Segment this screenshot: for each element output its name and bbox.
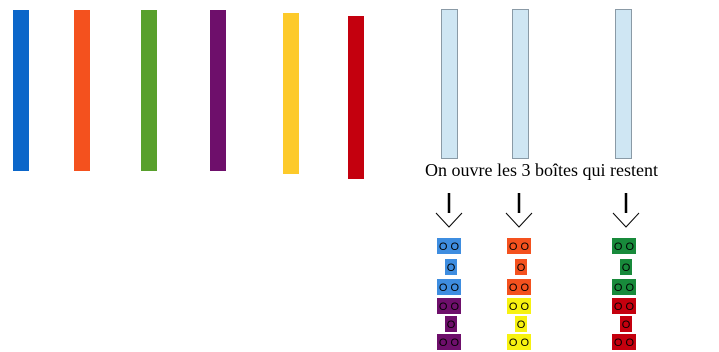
stack-2: O O O O O O O O O O <box>507 238 531 350</box>
block-label: O <box>517 319 526 331</box>
block-piece <box>612 334 636 350</box>
rod-red <box>348 16 364 179</box>
stacks-layer: O OOO OO OOO OO OOO OO OOO OO OOO OO OOO… <box>437 238 636 350</box>
block-piece <box>437 298 461 314</box>
block-piece <box>515 259 527 275</box>
block-label: O O <box>439 282 460 294</box>
block-label: O O <box>614 241 635 253</box>
block-piece <box>620 259 632 275</box>
block-piece <box>445 316 457 332</box>
block-piece <box>515 316 527 332</box>
block-label: O O <box>509 337 530 349</box>
stack-1: O O O O O O O O O O <box>437 238 461 350</box>
block-label: O <box>622 262 631 274</box>
arrow-1 <box>435 193 463 228</box>
block-label: O <box>622 319 631 331</box>
box-1 <box>441 9 458 159</box>
block-label: O O <box>439 337 460 349</box>
block-piece <box>612 298 636 314</box>
arrow-2 <box>505 193 533 228</box>
block-label: O O <box>439 301 460 313</box>
block-piece <box>612 238 636 254</box>
block-piece <box>620 316 632 332</box>
block-label: O O <box>614 282 635 294</box>
block-piece <box>437 279 461 295</box>
block-label: O O <box>614 301 635 313</box>
block-piece <box>507 334 531 350</box>
stack-3: O O O O O O O O O O <box>612 238 636 350</box>
block-label: O <box>517 262 526 274</box>
block-piece <box>437 334 461 350</box>
rod-blue <box>13 10 29 171</box>
block-label: O <box>447 262 456 274</box>
block-piece <box>612 279 636 295</box>
block-label: O O <box>509 301 530 313</box>
caption-text: On ouvre les 3 boîtes qui restent <box>425 160 658 180</box>
rod-purple <box>210 10 226 171</box>
block-label: O <box>447 319 456 331</box>
block-piece <box>445 259 457 275</box>
arrow-3 <box>612 193 640 228</box>
block-piece <box>437 238 461 254</box>
rod-green <box>141 10 157 171</box>
block-piece <box>507 298 531 314</box>
box-3 <box>615 9 632 159</box>
block-piece <box>507 279 531 295</box>
rod-orange <box>74 10 90 171</box>
box-2 <box>512 9 529 159</box>
block-label: O O <box>509 282 530 294</box>
block-label: O O <box>509 241 530 253</box>
block-label: O O <box>439 241 460 253</box>
block-label: O O <box>614 337 635 349</box>
rod-yellow <box>283 13 299 174</box>
block-piece <box>507 238 531 254</box>
